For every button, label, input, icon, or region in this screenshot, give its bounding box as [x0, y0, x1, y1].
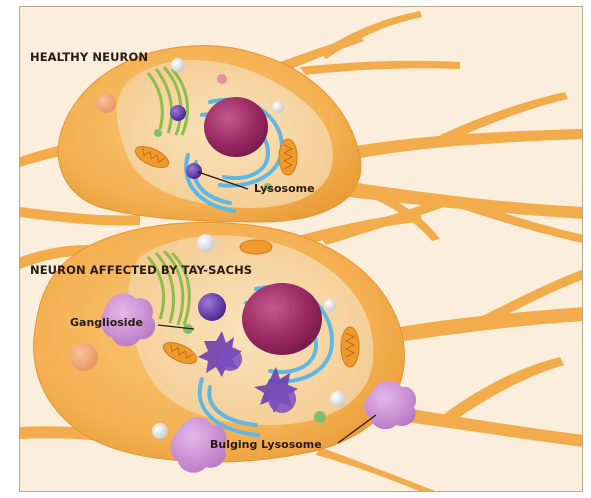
lysosome-label: Lysosome	[254, 183, 315, 194]
lysosome-1	[170, 105, 186, 121]
nucleus-affected	[242, 283, 322, 355]
affected-neuron-title: NEURON AFFECTED BY TAY-SACHS	[30, 265, 252, 277]
nucleus	[204, 97, 268, 157]
healthy-neuron-title: HEALTHY NEURON	[30, 52, 148, 64]
ganglioside-label: Ganglioside	[70, 317, 143, 328]
bulging-lysosome-label: Bulging Lysosome	[210, 439, 322, 450]
illustration-frame: HEALTHY NEURON Lysosome NEURON AFFECTED …	[19, 6, 583, 492]
tay-sachs-neuron-diagram	[20, 7, 583, 492]
lysosome-pointer-target	[186, 163, 202, 179]
